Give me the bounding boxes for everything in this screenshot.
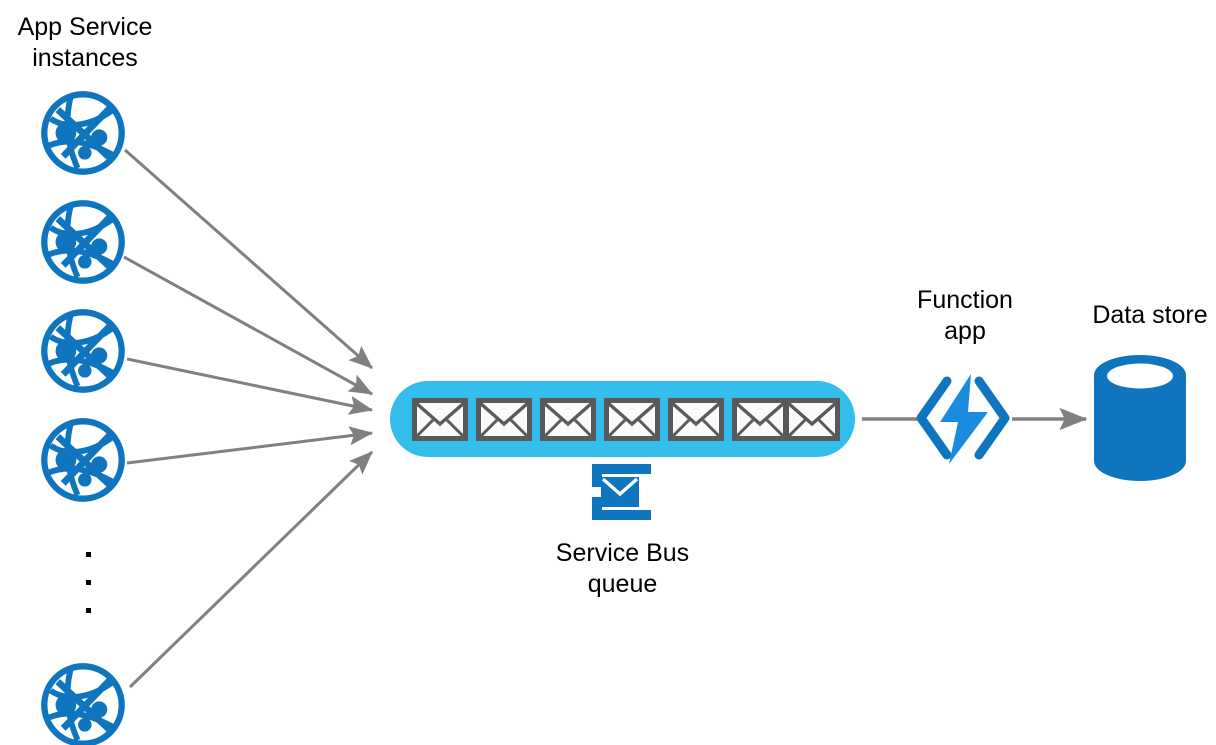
function-app-label: Function app — [917, 286, 1013, 345]
envelope-icon — [543, 401, 594, 439]
app-service-globe-icon — [44, 312, 121, 389]
app-service-instance-icons — [44, 94, 121, 743]
ellipsis-dot — [86, 608, 91, 613]
service-bus-queue-shape — [390, 381, 855, 457]
app-service-globe-icon — [44, 421, 121, 498]
envelope-icon — [479, 401, 530, 439]
app-service-globe-icon — [44, 666, 121, 743]
envelope-icon — [735, 401, 786, 439]
connector-instance-4-to-queue — [126, 426, 374, 465]
database-cylinder-icon — [1094, 355, 1186, 481]
ellipsis-dot — [86, 552, 91, 557]
connector-group-instances-to-queue — [123, 148, 374, 689]
service-bus-envelope-brackets-icon — [592, 464, 651, 520]
data-store-label: Data store — [1092, 301, 1208, 329]
connector-instance-2-to-queue — [123, 255, 374, 396]
function-app-lightning-bolt-icon — [916, 374, 1010, 464]
app-service-globe-icon — [44, 203, 121, 280]
queue-messages — [415, 401, 838, 439]
connector-instance-3-to-queue — [126, 357, 374, 415]
ellipsis-dot — [86, 580, 91, 585]
envelope-icon — [415, 401, 466, 439]
service-bus-queue-label: Service Bus queue — [555, 539, 690, 598]
app-service-instances-label: App Service instances — [17, 13, 153, 72]
connector-instance-1-to-queue — [124, 148, 373, 370]
connector-instance-5-to-queue — [128, 450, 374, 689]
envelope-icon — [671, 401, 722, 439]
app-service-globe-icon — [44, 94, 121, 171]
envelope-icon — [607, 401, 658, 439]
envelope-icon — [787, 401, 838, 439]
